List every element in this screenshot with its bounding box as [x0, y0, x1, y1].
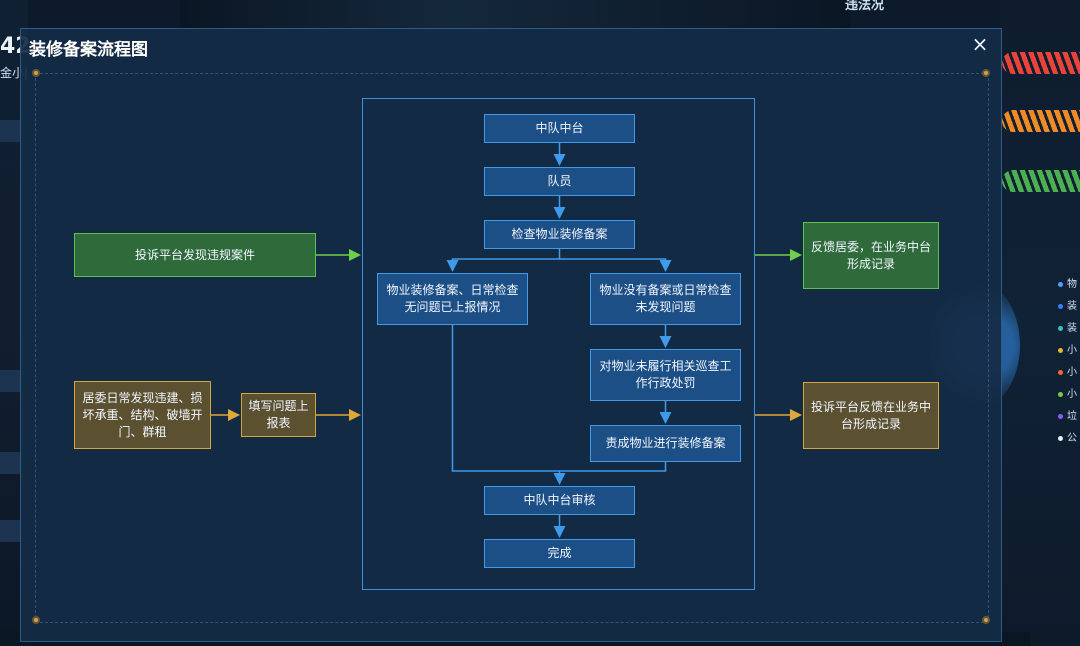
legend-label: 垃 — [1067, 411, 1077, 422]
corner-dot — [32, 616, 40, 624]
legend-label: 装 — [1067, 301, 1077, 312]
corner-dot — [982, 69, 990, 77]
legend-dot-icon — [1058, 325, 1063, 331]
corner-dot — [982, 616, 990, 624]
legend-dot-icon — [1058, 391, 1063, 397]
inner-dashed-frame — [35, 73, 989, 623]
node-jiancha-beian: 检查物业装修备案 — [484, 220, 635, 249]
node-zhongdui-zhongtai: 中队中台 — [484, 114, 635, 143]
node-order-beian: 责成物业进行装修备案 — [590, 425, 741, 462]
node-complaint-platform-feedback: 投诉平台反馈在业务中台形成记录 — [803, 382, 939, 449]
legend-dot-icon — [1058, 347, 1063, 353]
legend-item: 物 — [1058, 275, 1077, 290]
legend-dot-icon — [1058, 435, 1063, 441]
background-left-tile — [0, 520, 22, 542]
legend-dot-icon — [1058, 413, 1063, 419]
legend-dot-icon — [1058, 369, 1063, 375]
background-right-title: 违法况 — [845, 0, 885, 13]
flow-main-frame — [362, 98, 755, 590]
legend-item: 公 — [1058, 429, 1077, 444]
background-map-strip — [180, 0, 850, 30]
node-complaint-platform-found: 投诉平台发现违规案件 — [74, 233, 316, 277]
legend-label: 小 — [1067, 345, 1077, 356]
flowchart-modal: 装修备案流程图 × 中队中台 队员 检查物业装修备案 物业装修备案、日常检查无问… — [20, 28, 1002, 642]
legend-item: 小 — [1058, 363, 1077, 378]
node-duiyuan: 队员 — [484, 167, 635, 196]
node-wancheng: 完成 — [484, 539, 635, 568]
close-icon: × — [971, 32, 989, 56]
node-feedback-committee: 反馈居委，在业务中台形成记录 — [803, 222, 939, 289]
legend-item: 垃 — [1058, 407, 1077, 422]
legend-item: 小 — [1058, 341, 1077, 356]
legend-item: 小 — [1058, 385, 1077, 400]
legend-item: 装 — [1058, 319, 1077, 334]
legend-label: 物 — [1067, 279, 1077, 290]
background-striped-bar — [1002, 110, 1080, 132]
background-left-tile — [0, 120, 22, 142]
node-shenhe: 中队中台审核 — [484, 486, 635, 515]
node-administrative-penalty: 对物业未履行相关巡查工作行政处罚 — [590, 349, 741, 401]
node-left-branch-reported: 物业装修备案、日常检查无问题已上报情况 — [377, 273, 528, 325]
node-fill-report-form: 填写问题上报表 — [241, 393, 316, 437]
legend-label: 小 — [1067, 389, 1077, 400]
legend-label: 装 — [1067, 323, 1077, 334]
corner-dot — [32, 69, 40, 77]
node-right-branch-no-beian: 物业没有备案或日常检查未发现问题 — [590, 273, 741, 325]
legend-dot-icon — [1058, 303, 1063, 309]
background-striped-bar — [1002, 52, 1080, 74]
legend-label: 公 — [1067, 433, 1077, 444]
legend-dot-icon — [1058, 281, 1063, 287]
close-button[interactable]: × — [969, 33, 991, 55]
legend-label: 小 — [1067, 367, 1077, 378]
modal-title: 装修备案流程图 — [29, 40, 148, 60]
background-left-tile — [0, 370, 22, 392]
background-striped-bar — [1002, 170, 1080, 192]
background-left-tile — [0, 452, 22, 474]
node-neighborhood-committee-found: 居委日常发现违建、损坏承重、结构、破墙开门、群租 — [74, 381, 211, 449]
legend-item: 装 — [1058, 297, 1077, 312]
